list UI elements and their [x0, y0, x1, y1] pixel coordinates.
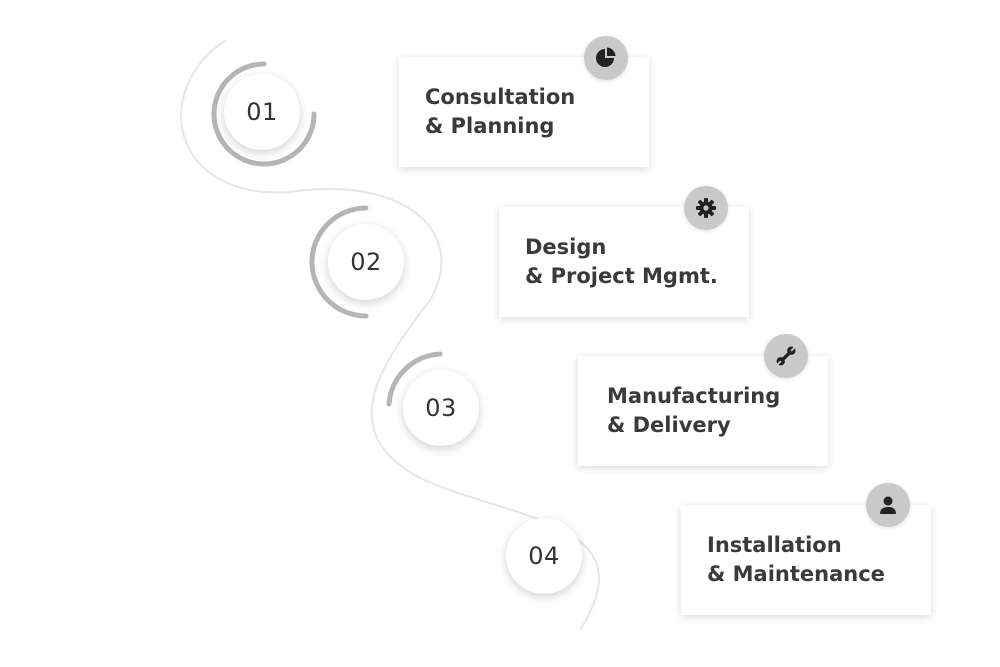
arc-step-01	[211, 61, 317, 167]
step-title-line1: Installation	[707, 533, 842, 557]
wrench-icon	[776, 346, 796, 366]
step-title-line2: & Planning	[425, 114, 555, 138]
badge-step-02	[684, 186, 728, 230]
badge-step-01	[584, 36, 628, 80]
step-number-label: 04	[528, 542, 560, 570]
step-number-label: 01	[246, 98, 278, 126]
user-icon	[880, 496, 896, 514]
gear-icon	[696, 198, 716, 218]
arc-step-03	[386, 351, 443, 407]
step-number-02: 02	[328, 224, 404, 300]
badge-step-03	[764, 334, 808, 378]
step-title-line1: Design	[525, 235, 607, 259]
badge-step-04	[866, 483, 910, 527]
step-title-line2: & Delivery	[607, 413, 731, 437]
pie-chart-icon	[596, 47, 616, 67]
arc-step-02	[309, 205, 369, 319]
step-number-01: 01	[224, 74, 300, 150]
step-number-label: 03	[425, 394, 457, 422]
step-title-line1: Consultation	[425, 85, 576, 109]
step-card-02: Design & Project Mgmt.	[499, 207, 749, 317]
step-number-03: 03	[403, 370, 479, 446]
step-number-04: 04	[506, 518, 582, 594]
step-number-label: 02	[350, 248, 382, 276]
step-title-line2: & Maintenance	[707, 562, 885, 586]
step-title-line1: Manufacturing	[607, 384, 781, 408]
connector-curve	[180, 39, 600, 631]
step-title-line2: & Project Mgmt.	[525, 264, 718, 288]
